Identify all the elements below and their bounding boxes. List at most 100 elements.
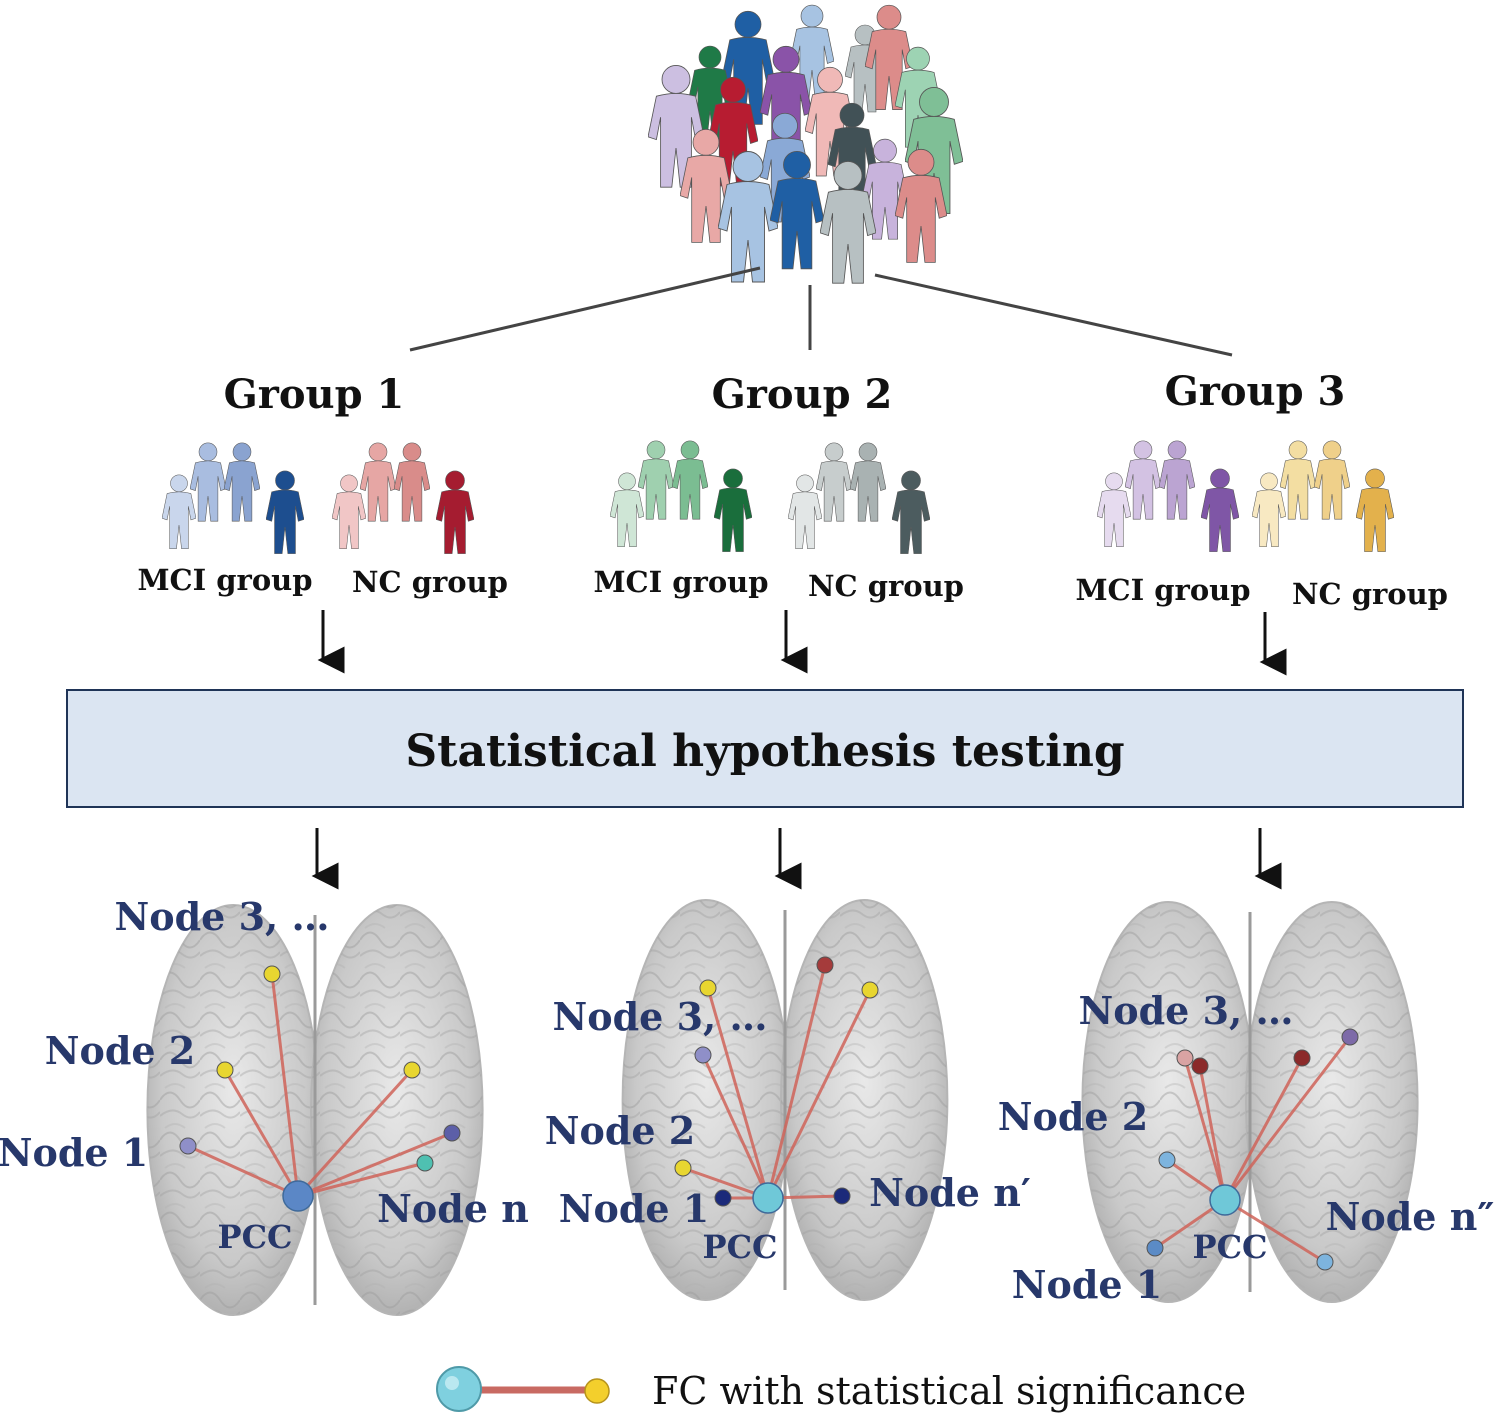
brain-node-icon: [816, 956, 834, 974]
subgroup-person-icon: [714, 468, 752, 553]
brain-node-icon: [416, 1154, 434, 1172]
statistical-testing-title: Statistical hypothesis testing: [405, 726, 1124, 777]
fc-connection-line: [701, 1054, 770, 1199]
fc-connection-line: [187, 1144, 299, 1198]
brain-node-icon: [1158, 1151, 1176, 1169]
brain-node-icon: [833, 1187, 851, 1205]
subgroup-person-icon: [1280, 440, 1316, 520]
subgroup-people: [1097, 440, 1239, 553]
brain-node-icon: [1146, 1239, 1164, 1257]
brain-node-icon: [1293, 1049, 1311, 1067]
brain-2: [621, 899, 949, 1301]
brain-3-labels: Node 3, … Node 2 Node 1 Node n″ PCC: [998, 988, 1495, 1307]
brain-node-icon: [1176, 1049, 1194, 1067]
brain-2-labels: Node 3, … Node 2 Node 1 Node n′ PCC: [545, 994, 1031, 1266]
brain-texture: [311, 905, 483, 1315]
brain-3-pcc-label: PCC: [1193, 1228, 1268, 1266]
subgroup-person-icon: [394, 442, 430, 522]
fc-connection-line: [706, 987, 770, 1199]
brain-node-icon: [263, 965, 281, 983]
brain-1-node-3-label: Node 3, …: [115, 894, 330, 939]
brain-texture: [622, 900, 789, 1300]
brain-node-icon: [861, 981, 879, 999]
brain-2-node-2-label: Node 2: [545, 1108, 696, 1153]
fc-connection-line: [296, 1068, 414, 1198]
split-connectors: [409, 266, 1233, 357]
brain-2-pcc-label: PCC: [703, 1228, 778, 1266]
group-3-title: Group 3: [1165, 368, 1346, 415]
subgroup-person-icon: [360, 442, 396, 522]
group-3-mci-label: MCI group: [1075, 573, 1250, 607]
connector-group-1: [409, 266, 761, 352]
subgroup-person-icon: [816, 442, 852, 522]
legend: FC with statistical significance: [436, 1366, 1246, 1413]
group-3-nc-label: NC group: [1292, 577, 1448, 611]
subgroup-person-icon: [850, 442, 886, 522]
fc-connection-line: [1223, 1057, 1304, 1201]
brain-node-icon: [179, 1137, 197, 1155]
legend-pcc-highlight-icon: [445, 1376, 459, 1390]
subgroup-person-icon: [266, 470, 304, 555]
subgroup-person-icon: [1356, 468, 1394, 553]
statistical-testing-box: [66, 689, 1464, 808]
brain-1-labels: Node 3, … Node 2 Node 1 Node n PCC: [0, 894, 529, 1256]
subgroup-illustrations: [162, 440, 1394, 555]
group-1-mci-label: MCI group: [137, 563, 312, 597]
pcc-node-icon: [1209, 1184, 1241, 1216]
brain-2-node-1-label: Node 1: [559, 1186, 710, 1231]
subgroup-person-icon: [1125, 440, 1161, 520]
brain-node-icon: [694, 1046, 712, 1064]
fc-connection-line: [1198, 1065, 1227, 1201]
arrows-to-brains: [311, 828, 1282, 890]
subgroup-person-icon: [1314, 440, 1350, 520]
connector-group-3: [874, 273, 1233, 357]
brain-node-icon: [1191, 1057, 1209, 1075]
brain-2-node-n-label: Node n′: [869, 1170, 1031, 1215]
brain-node-icon: [699, 979, 717, 997]
brain-networks: [146, 899, 1419, 1316]
subgroup-people: [788, 442, 930, 555]
fc-connection-line: [270, 973, 300, 1197]
brain-1-node-2-label: Node 2: [45, 1028, 196, 1073]
fc-connection-line: [223, 1069, 300, 1197]
brain-node-icon: [1341, 1028, 1359, 1046]
legend-pcc-node-icon: [436, 1366, 482, 1412]
subgroup-person-icon: [190, 442, 226, 522]
pcc-node-icon: [282, 1180, 314, 1212]
brain-node-icon: [443, 1124, 461, 1142]
group-1-nc-label: NC group: [352, 565, 508, 599]
arrows-to-testing: [317, 610, 1287, 676]
fc-connection-line: [1183, 1057, 1227, 1201]
brain-3-node-1-label: Node 1: [1012, 1262, 1163, 1307]
subgroup-person-icon: [892, 470, 930, 555]
brain-1-node-1-label: Node 1: [0, 1130, 148, 1175]
group-2-title: Group 2: [712, 371, 893, 418]
subgroup-people: [1252, 440, 1394, 553]
subgroup-person-icon: [1159, 440, 1195, 520]
legend-text: FC with statistical significance: [652, 1369, 1246, 1413]
subgroup-person-icon: [1201, 468, 1239, 553]
subgroup-person-icon: [672, 440, 708, 520]
pcc-node-icon: [752, 1182, 784, 1214]
subgroup-people: [162, 442, 304, 555]
subgroup-person-icon: [224, 442, 260, 522]
brain-node-icon: [216, 1061, 234, 1079]
brain-node-icon: [714, 1189, 732, 1207]
brain-texture: [1246, 902, 1418, 1302]
brain-1: [146, 904, 484, 1316]
fc-connection-line: [766, 989, 872, 1199]
subgroup-person-icon: [436, 470, 474, 555]
brain-texture: [781, 900, 948, 1300]
group-2-mci-label: MCI group: [593, 565, 768, 599]
group-1-title: Group 1: [224, 371, 405, 418]
fc-connection-line: [766, 964, 827, 1199]
brain-3-node-n-label: Node n″: [1326, 1194, 1495, 1239]
brain-node-icon: [403, 1061, 421, 1079]
subgroup-people: [610, 440, 752, 553]
brain-3: [1081, 901, 1419, 1303]
brain-3-node-3-label: Node 3, …: [1079, 988, 1294, 1033]
fc-connection-line: [297, 1131, 453, 1198]
group-2-nc-label: NC group: [808, 569, 964, 603]
fc-connection-line: [297, 1161, 426, 1198]
subgroup-people: [332, 442, 474, 555]
